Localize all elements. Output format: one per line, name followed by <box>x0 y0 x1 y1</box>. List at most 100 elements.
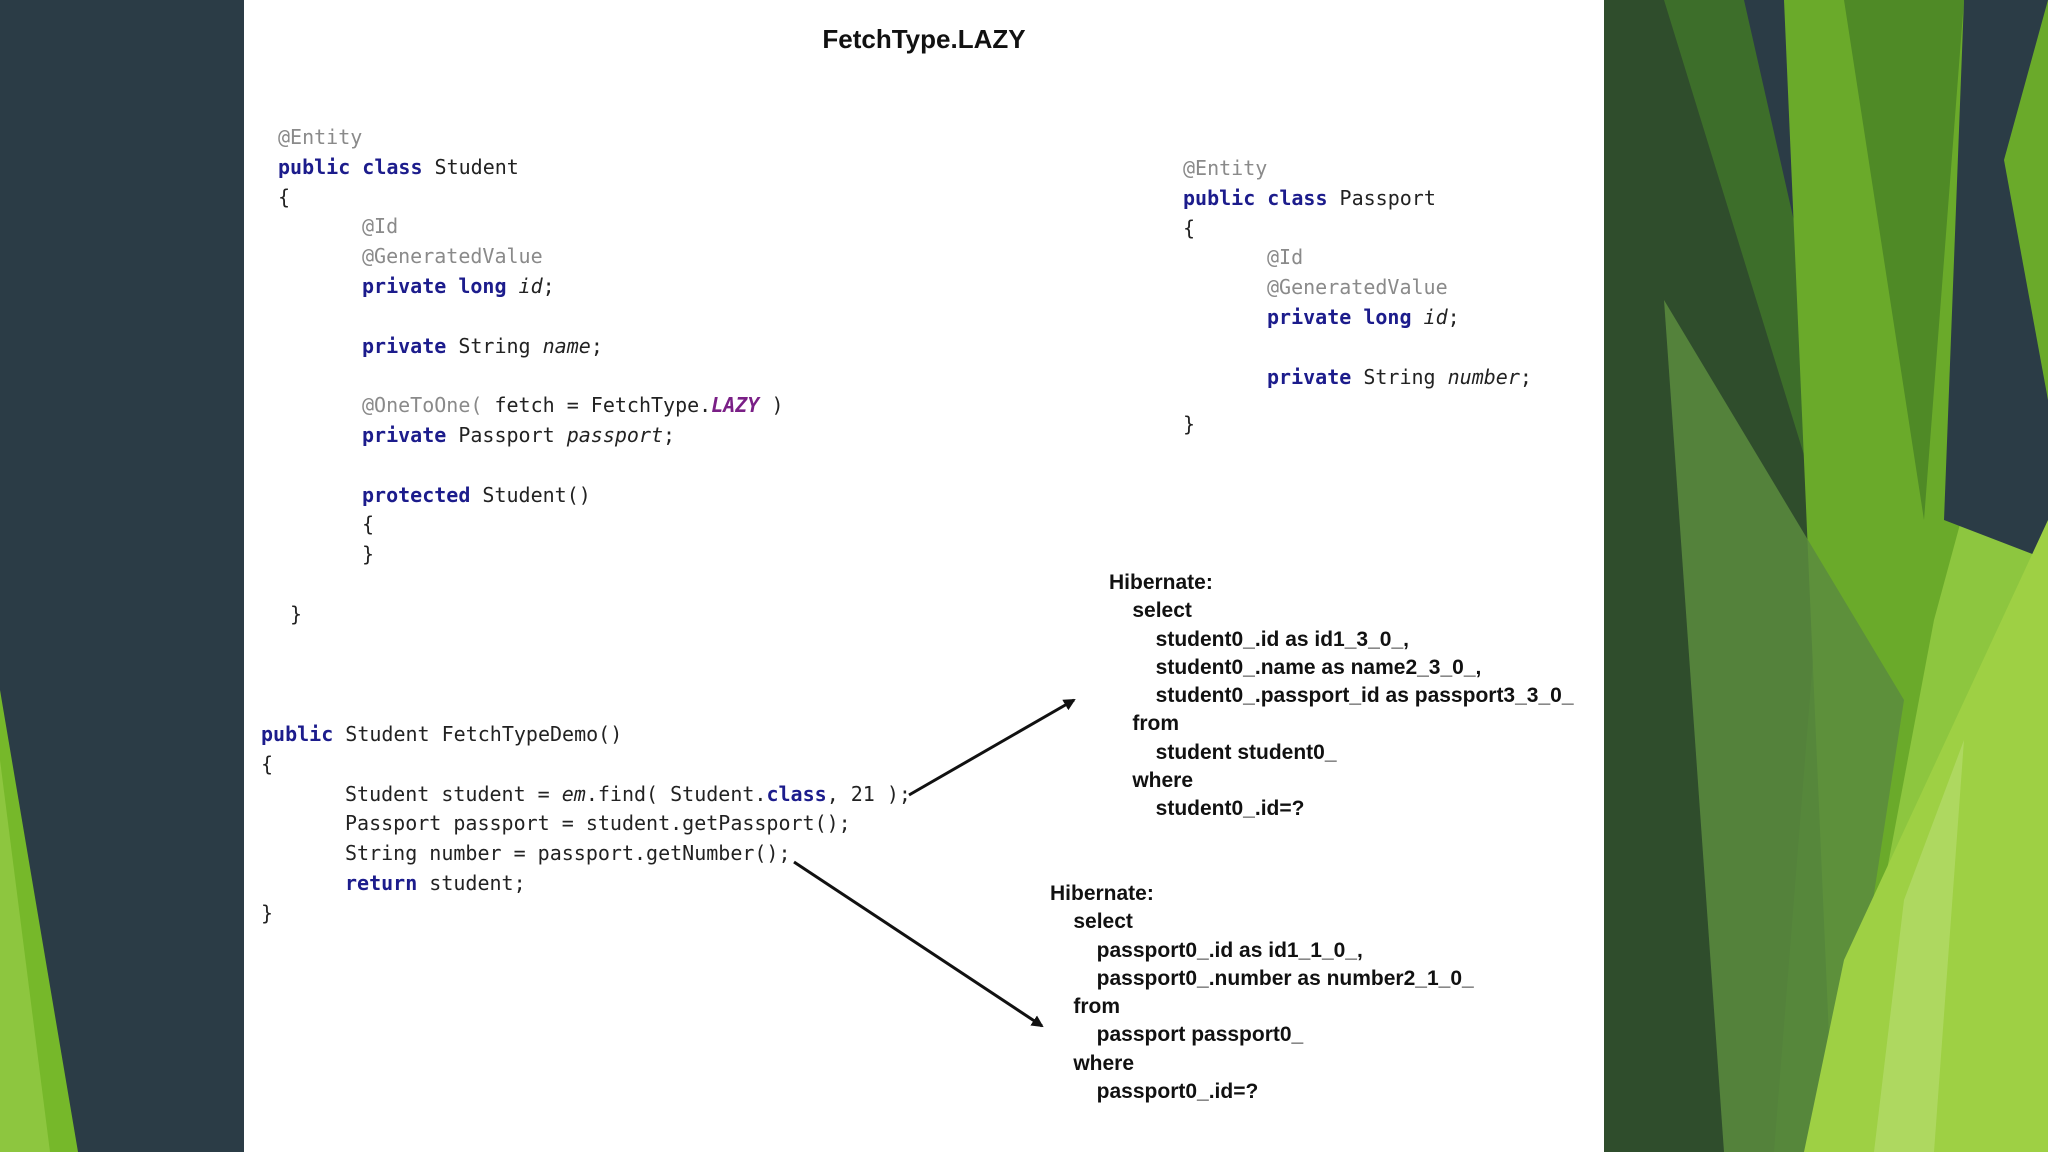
code-text: String number = passport.getNumber(); <box>345 841 791 866</box>
code-line: Student student = em.find( Student.class… <box>261 780 911 810</box>
annotation: @GeneratedValue <box>362 244 543 269</box>
keyword: private <box>1267 364 1352 389</box>
sql-line: passport0_.id=? <box>1050 1080 1259 1104</box>
method-signature: Student FetchTypeDemo() <box>345 722 623 746</box>
passport-class-code: @Entity public class Passport { @Id @Gen… <box>1183 154 1532 440</box>
keyword: private <box>362 422 447 447</box>
annotation: @Id <box>362 214 399 239</box>
code-line: private long id; <box>1267 304 1460 329</box>
annotation: @Id <box>1267 245 1304 270</box>
sql-line: passport passport0_ <box>1050 1023 1304 1047</box>
field-name: id <box>518 273 543 298</box>
code-line: return student; <box>261 869 911 899</box>
keyword: public class <box>1183 185 1328 210</box>
brace: } <box>362 542 375 567</box>
code-line: } <box>261 899 911 929</box>
code-text: Passport passport = student.getPassport(… <box>345 811 851 836</box>
sql-line: select <box>1109 599 1192 623</box>
class-name: Student <box>434 154 519 179</box>
sql-line: select <box>1050 910 1133 934</box>
keyword: public <box>261 722 334 746</box>
code-line: private Passport passport; <box>362 422 676 447</box>
constructor: Student() <box>482 482 591 507</box>
keyword: return <box>345 870 418 895</box>
type-name: String <box>1363 364 1436 389</box>
arrow-to-student-query <box>908 698 1076 797</box>
brace: } <box>1183 412 1196 437</box>
code-text: fetch = FetchType. <box>494 393 712 418</box>
field-name: number <box>1447 364 1520 389</box>
code-text: ) <box>771 393 784 418</box>
sql-line: student0_.id as id1_3_0_, <box>1109 627 1409 651</box>
sql-line: passport0_.number as number2_1_0_ <box>1050 966 1474 990</box>
code-line: } <box>278 540 783 570</box>
sql-line: student0_.id=? <box>1109 797 1305 821</box>
code-line: } <box>278 600 783 630</box>
brace: } <box>261 900 274 925</box>
hibernate-passport-query: Hibernate: select passport0_.id as id1_1… <box>1050 880 1474 1106</box>
code-line: Passport passport = student.getPassport(… <box>261 809 911 839</box>
annotation: @Entity <box>1183 156 1268 180</box>
code-text: Student student = <box>345 781 562 806</box>
brace: { <box>1183 215 1196 240</box>
arrow-to-passport-query <box>793 860 1044 1028</box>
field-name: id <box>1423 304 1448 329</box>
code-line: @Entity <box>278 123 783 153</box>
code-line: String number = passport.getNumber(); <box>261 839 911 869</box>
keyword: protected <box>362 482 471 507</box>
code-line: @GeneratedValue <box>278 242 783 272</box>
entity-manager: em <box>561 781 586 806</box>
code-line: } <box>1183 410 1532 440</box>
code-line: { <box>278 510 783 540</box>
code-text: .find( Student. <box>585 781 767 806</box>
code-line: { <box>261 750 911 780</box>
code-text: student; <box>429 870 526 895</box>
enum-constant: LAZY <box>711 393 760 418</box>
code-line: public Student FetchTypeDemo() <box>261 720 911 750</box>
sql-line: passport0_.id as id1_1_0_, <box>1050 938 1363 962</box>
annotation: @Entity <box>278 125 363 149</box>
sql-line: from <box>1109 712 1180 736</box>
code-line: { <box>278 183 783 213</box>
code-line: private long id; <box>362 273 555 298</box>
type-name: String <box>458 333 531 358</box>
annotation: @OneToOne( <box>362 393 483 418</box>
keyword: private long <box>362 273 507 298</box>
field-name: passport <box>566 422 664 447</box>
left-green-background-decoration <box>0 0 244 1152</box>
right-green-background-decoration <box>1604 0 2048 1152</box>
sql-line: student0_.passport_id as passport3_3_0_ <box>1109 684 1574 708</box>
hibernate-student-query: Hibernate: select student0_.id as id1_3_… <box>1109 569 1574 824</box>
code-line: private String number; <box>1267 364 1532 389</box>
class-name: Passport <box>1339 185 1436 210</box>
sql-line: student student0_ <box>1109 740 1337 764</box>
brace: { <box>261 751 274 776</box>
keyword: public class <box>278 154 423 179</box>
type-name: Passport <box>458 422 555 447</box>
code-line: @OneToOne( fetch = FetchType.LAZY ) <box>278 391 783 421</box>
keyword: private long <box>1267 304 1412 329</box>
fetch-type-demo-code: public Student FetchTypeDemo() { Student… <box>261 720 911 929</box>
sql-line: student0_.name as name2_3_0_, <box>1109 655 1482 679</box>
brace: } <box>290 601 303 626</box>
student-class-code: @Entity public class Student { @Id @Gene… <box>278 123 783 630</box>
keyword: class <box>766 781 827 806</box>
code-line: @Id <box>278 212 783 242</box>
code-line: { <box>1183 214 1532 244</box>
slide-title: FetchType.LAZY <box>822 24 1026 54</box>
code-line: protected Student() <box>278 481 783 511</box>
sql-line: Hibernate: <box>1109 571 1213 594</box>
annotation: @GeneratedValue <box>1267 275 1448 300</box>
brace: { <box>362 512 375 537</box>
code-line: private String name; <box>362 333 603 358</box>
code-line: @Entity <box>1183 154 1532 184</box>
keyword: private <box>362 333 447 358</box>
sql-line: where <box>1109 769 1194 793</box>
code-line: @GeneratedValue <box>1183 273 1532 303</box>
code-line: @Id <box>1183 243 1532 273</box>
code-line: public class Student <box>278 153 783 183</box>
sql-line: Hibernate: <box>1050 882 1154 905</box>
field-name: name <box>542 333 591 358</box>
code-text: , 21 ); <box>826 781 911 806</box>
arrows-layer <box>793 698 1076 1028</box>
